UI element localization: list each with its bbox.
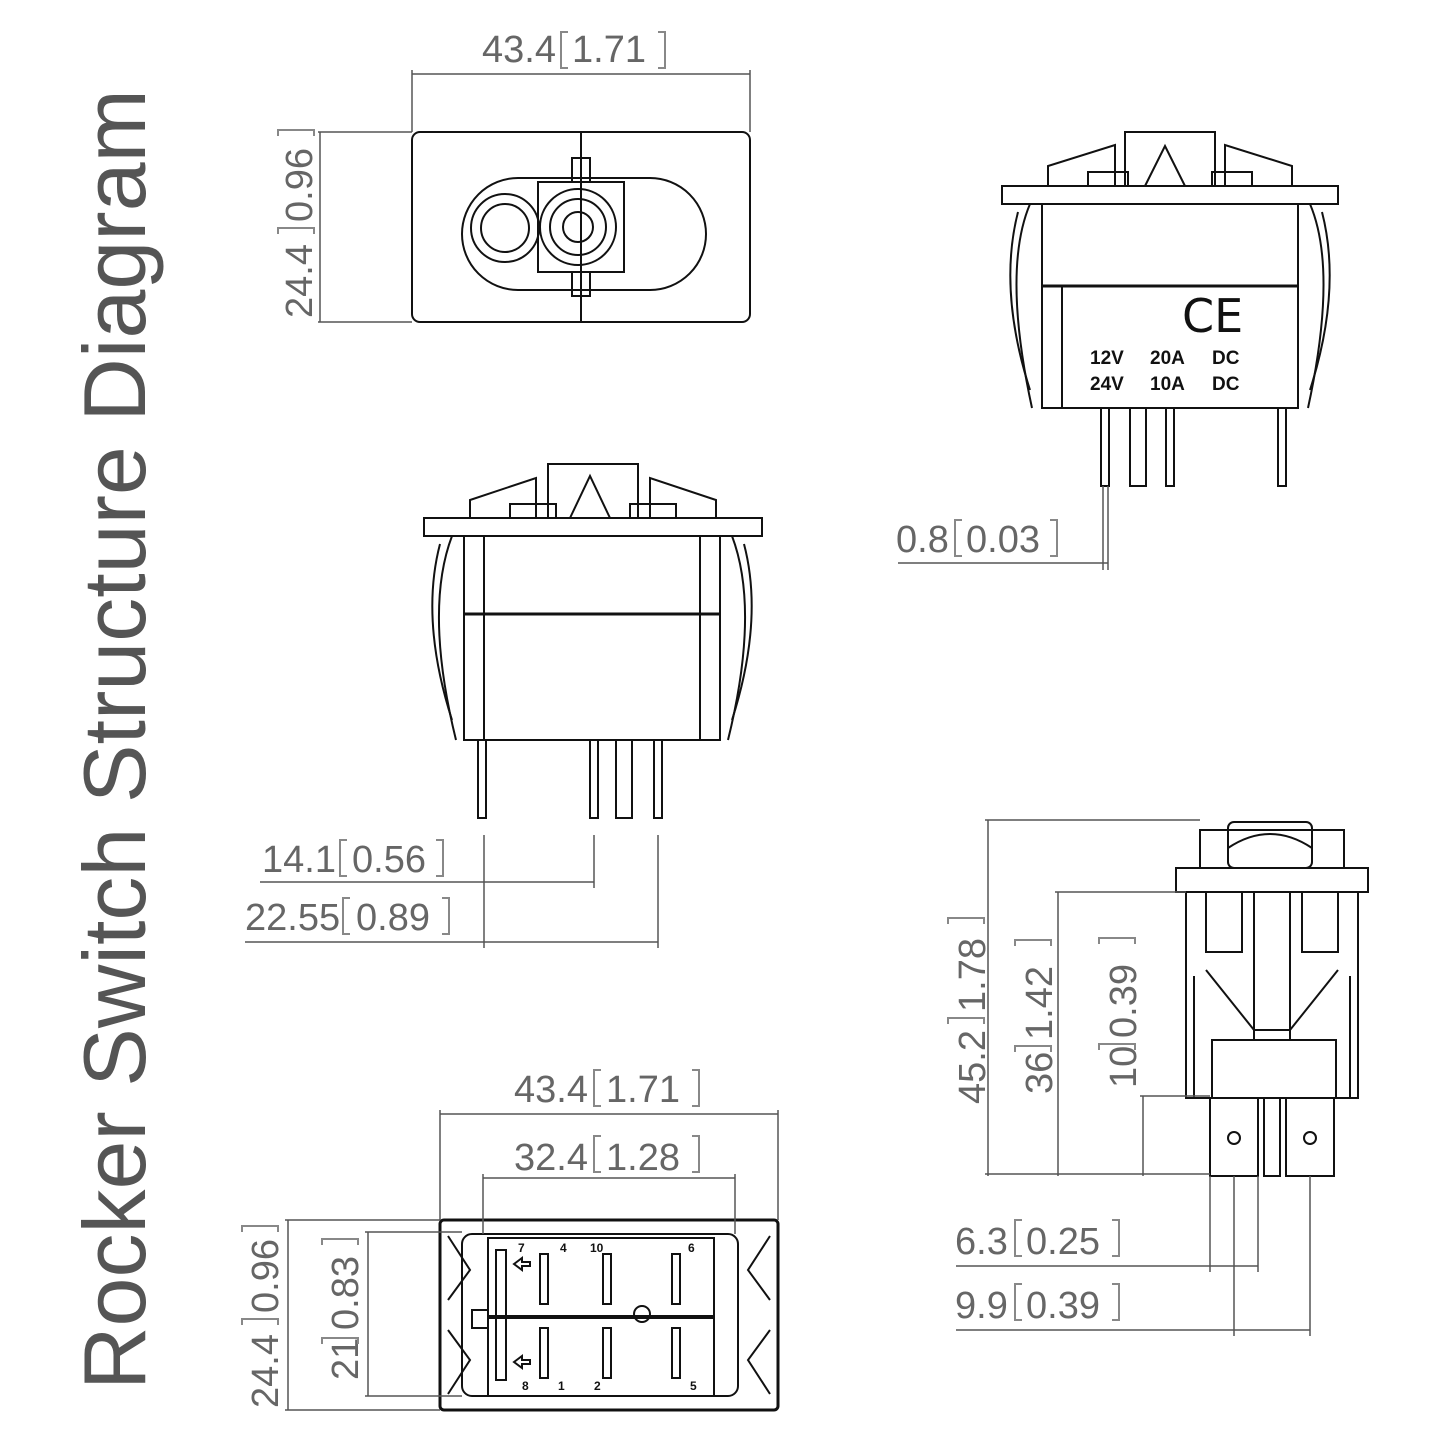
- body-height-in: 1.42: [1019, 966, 1061, 1040]
- pin-label-7: 7: [518, 1241, 525, 1255]
- terminal-pitch-in: 0.39: [1026, 1285, 1100, 1327]
- front-view: 14.1 0.56 22.55 0.89: [245, 463, 763, 948]
- pin-label-2: 2: [594, 1379, 601, 1393]
- bottom-outer-height-in: 0.96: [245, 1239, 287, 1313]
- marking-10a: 10A: [1150, 374, 1185, 395]
- bottom-inner-width-in: 1.28: [606, 1137, 680, 1179]
- pin-label-1: 1: [558, 1379, 565, 1393]
- pin-label-8: 8: [522, 1379, 529, 1393]
- pin-thickness-in: 0.03: [966, 519, 1040, 561]
- pin-label-6: 6: [688, 1241, 695, 1255]
- pin-spacing2-mm: 22.55: [245, 897, 340, 939]
- bottom-outer-height-mm: 24.4: [245, 1334, 287, 1408]
- bottom-inner-height-in: 0.83: [325, 1256, 367, 1330]
- marking-12v: 12V: [1090, 348, 1124, 369]
- pin-label-4: 4: [560, 1241, 567, 1255]
- terminal-length-mm: 10: [1103, 1046, 1145, 1088]
- body-height-mm: 36: [1019, 1052, 1061, 1094]
- top-height-mm: 24.4: [279, 244, 321, 318]
- pin-spacing1-mm: 14.1: [262, 839, 336, 881]
- pin-label-10: 10: [590, 1241, 604, 1255]
- pin-spacing1-in: 0.56: [352, 839, 426, 881]
- bottom-view: 7 4 10 6 8 1 2 5 43.4 1.71 32.4 1.28 24.…: [241, 1069, 780, 1412]
- side-view: 45.2 1.78 36 1.42 10 0.39 6.3 0.25 9.9 0…: [947, 819, 1369, 1336]
- bottom-inner-height-mm: 21: [325, 1338, 367, 1380]
- total-height-in: 1.78: [952, 938, 994, 1012]
- marking-dc1: DC: [1212, 348, 1240, 369]
- pin-spacing2-in: 0.89: [356, 897, 430, 939]
- page-title: Rocker Switch Structure Diagram: [65, 89, 164, 1390]
- ce-mark: CE: [1182, 289, 1243, 343]
- pin-thickness-mm: 0.8: [896, 519, 949, 561]
- rear-view: CE 12V 20A DC 24V 10A DC 0.8 0.03: [896, 131, 1339, 570]
- top-view: 43.4 1.71 24.4 0.96: [277, 29, 751, 323]
- terminal-width-in: 0.25: [1026, 1221, 1100, 1263]
- bottom-inner-width-mm: 32.4: [514, 1137, 588, 1179]
- pin-label-5: 5: [690, 1379, 697, 1393]
- marking-dc2: DC: [1212, 374, 1240, 395]
- top-width-mm: 43.4: [482, 29, 556, 71]
- terminal-width-mm: 6.3: [955, 1221, 1008, 1263]
- terminal-length-in: 0.39: [1103, 964, 1145, 1038]
- terminal-pitch-mm: 9.9: [955, 1285, 1008, 1327]
- marking-20a: 20A: [1150, 348, 1185, 369]
- bottom-outer-width-in: 1.71: [606, 1069, 680, 1111]
- total-height-mm: 45.2: [952, 1030, 994, 1104]
- bottom-outer-width-mm: 43.4: [514, 1069, 588, 1111]
- marking-24v: 24V: [1090, 374, 1124, 395]
- top-height-in: 0.96: [279, 148, 321, 222]
- top-width-in: 1.71: [572, 29, 646, 71]
